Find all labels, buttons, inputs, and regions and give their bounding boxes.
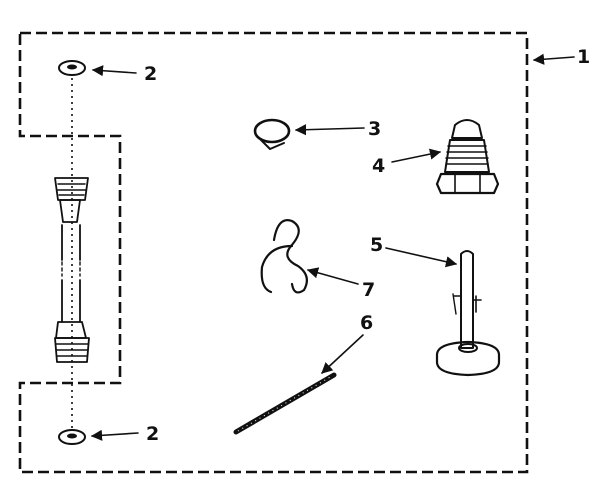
callout-washer-bottom: 2 <box>146 423 159 445</box>
leader-clamp <box>294 124 365 136</box>
threaded-fitting <box>435 119 500 195</box>
callout-hook: 7 <box>362 279 375 301</box>
callout-rod: 6 <box>360 312 373 334</box>
callout-leveling-leg: 5 <box>370 234 383 256</box>
leader-hook <box>306 267 359 285</box>
callout-fitting: 4 <box>372 155 385 177</box>
leader-fitting <box>391 148 442 163</box>
drive-rod <box>233 372 337 435</box>
leader-leveling-leg <box>385 247 458 268</box>
washer-bottom <box>58 429 86 445</box>
leader-rod <box>321 334 364 374</box>
kit-boundary <box>18 31 529 474</box>
leader-washer-top <box>91 65 137 77</box>
leader-washer-bottom <box>90 429 139 441</box>
callout-kit: 1 <box>577 46 590 68</box>
s-hook <box>260 219 309 294</box>
leveling-leg <box>435 250 501 377</box>
hose-clamp <box>253 118 291 150</box>
drain-hose-assembly <box>54 78 90 430</box>
callout-clamp: 3 <box>368 118 381 140</box>
washer-top <box>58 60 86 76</box>
leader-kit <box>532 53 575 65</box>
callout-washer-top: 2 <box>144 63 157 85</box>
